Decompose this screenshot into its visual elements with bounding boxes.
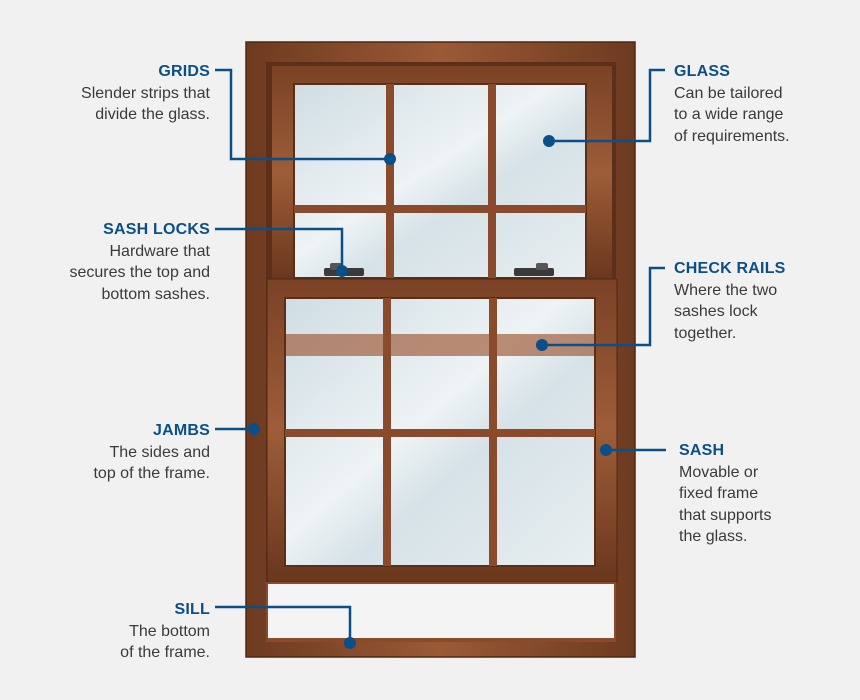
sash-locks-description: Hardware that secures the top and bottom… [69, 242, 210, 303]
check-rails-connector [542, 266, 665, 347]
check-rails-dot [536, 339, 548, 351]
sill-dot [344, 637, 356, 649]
jambs-dot [248, 423, 260, 435]
check-rails-title: CHECK RAILS [674, 260, 786, 277]
label-jambs: JAMBS The sides and top of the frame. [0, 420, 210, 485]
label-sill: SILL The bottom of the frame. [0, 599, 210, 664]
label-sash-locks: SASH LOCKS Hardware that secures the top… [0, 219, 210, 305]
grids-title: GRIDS [158, 63, 210, 80]
label-sash: SASH Movable or fixed frame that support… [679, 440, 860, 548]
sill-description: The bottom of the frame. [120, 622, 210, 662]
sill [266, 582, 616, 642]
sash-locks-title: SASH LOCKS [103, 221, 210, 238]
sash-lock-right [514, 268, 554, 276]
glass-dot [543, 135, 555, 147]
sash-locks-connector [215, 227, 344, 271]
label-glass: GLASS Can be tailored to a wide range of… [674, 61, 860, 147]
check-rails-description: Where the two sashes lock together. [674, 281, 778, 342]
lower-sash [266, 278, 618, 583]
grids-dot [384, 153, 396, 165]
upper-grid-vertical-2 [488, 84, 496, 278]
glass-title: GLASS [674, 63, 731, 80]
sash-locks-dot [336, 265, 348, 277]
upper-sash [272, 66, 612, 280]
glass-description: Can be tailored to a wide range of requi… [674, 84, 790, 145]
label-check-rails: CHECK RAILS Where the two sashes lock to… [674, 258, 860, 344]
check-rail-reflection [285, 334, 595, 356]
grids-connector [215, 68, 390, 161]
callout-dots [248, 135, 612, 649]
sash-locks [324, 263, 554, 276]
jambs-description: The sides and top of the frame. [93, 443, 210, 483]
grids-description: Slender strips that divide the glass. [81, 84, 210, 124]
upper-grid-horizontal [294, 205, 586, 213]
lower-grid-horizontal [285, 429, 595, 437]
jambs-title: JAMBS [152, 422, 210, 439]
label-grids: GRIDS Slender strips that divide the gla… [0, 61, 210, 126]
callout-lines [215, 68, 666, 643]
sash-dot [600, 444, 612, 456]
glass-connector [549, 68, 665, 143]
sash-description: Movable or fixed frame that supports the… [679, 463, 772, 546]
sill-connector [215, 605, 352, 643]
sash-title: SASH [679, 442, 725, 459]
sill-title: SILL [174, 601, 210, 618]
upper-grid-vertical-1 [386, 84, 394, 278]
